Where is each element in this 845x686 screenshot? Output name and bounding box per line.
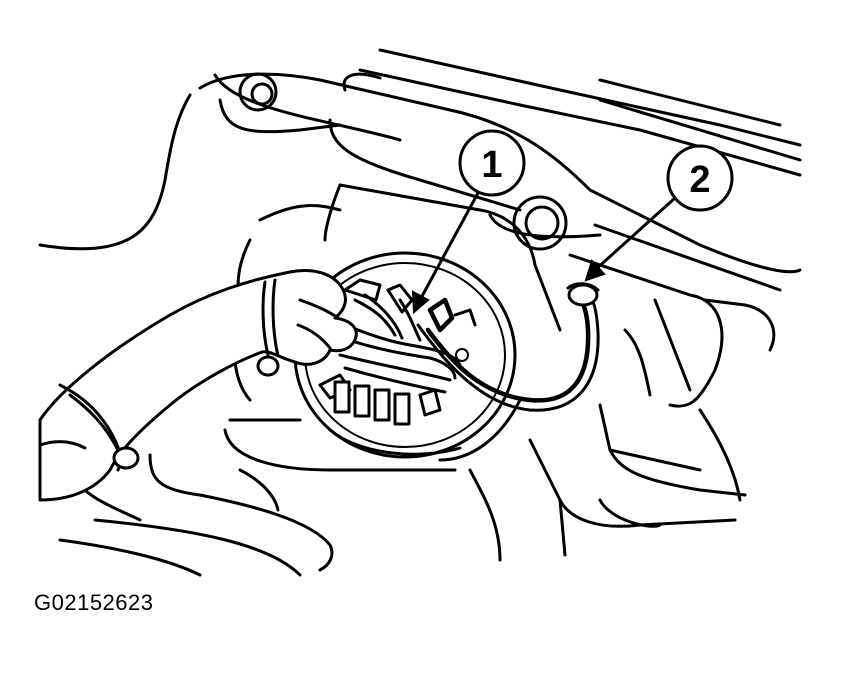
vehicle-body-outline (38, 48, 802, 577)
callout-2-label: 2 (689, 159, 710, 201)
mounting-bosses (238, 72, 568, 251)
callout-1-label: 1 (481, 144, 502, 186)
callout-1: 1 (411, 129, 526, 315)
fuel-line-hose (416, 282, 600, 412)
figure-code: G02152623 (34, 590, 154, 615)
technician-hand (38, 269, 358, 502)
callout-2: 2 (584, 144, 734, 282)
